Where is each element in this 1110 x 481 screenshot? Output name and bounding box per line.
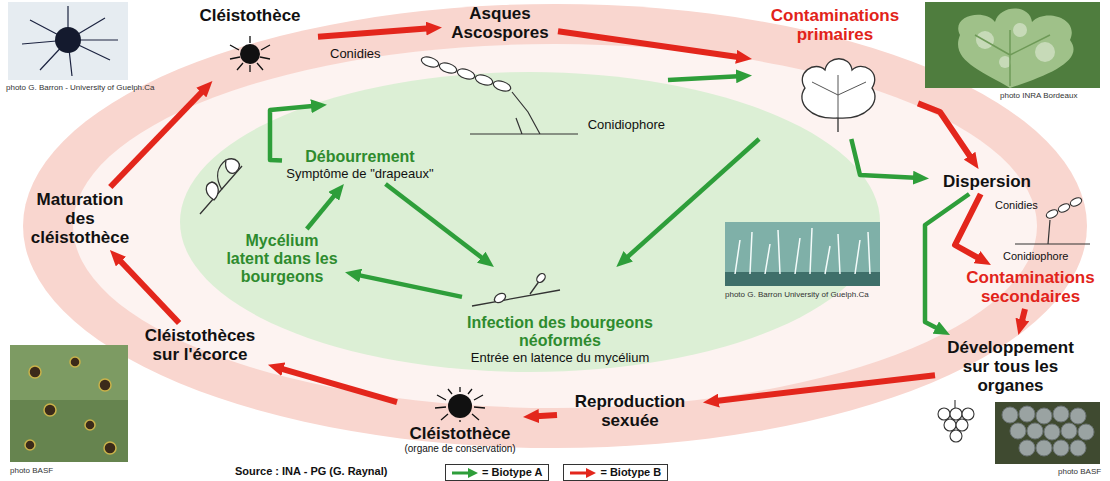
legend-swatch [452,468,478,478]
photo-frame [10,345,128,462]
stage-name: Débourrement [285,148,435,166]
legend-item: = Biotype B [563,464,668,481]
contamination-stage: Contaminations primaires [755,6,915,136]
photo-leaf [925,2,1100,88]
cycle-arrow [1021,309,1025,326]
dormant-bud-drawing [472,272,560,306]
stage-name: Développement sur tous les organes [938,338,1083,395]
cycle-arrow [668,76,743,80]
cleistothecium-icon-top [230,36,270,72]
contamination-stage: Contaminations secondaires [958,268,1103,306]
photo-credit: photo G. Barron University of Guelph.Ca [725,290,869,299]
cycle-stage: Développement sur tous les organes [938,338,1083,395]
stage-name: Cléistothèce [185,6,315,25]
stage-name: Cléistothèce [400,424,520,443]
legend-swatch-arrow [452,468,478,478]
cleistothecium-icon-bottom [435,387,485,422]
cycle-stage: Asques Ascospores [445,4,555,42]
photo-hyphae [725,222,880,286]
cycle-arrow [955,194,983,261]
cycle-arrow [110,88,206,188]
leaf-shape [958,9,1074,89]
cycle-arrow [307,191,338,229]
stage-name: Contaminations secondaires [958,268,1103,306]
cycle-arrow [851,139,920,178]
cycle-arrow [318,28,433,37]
legend-swatch-arrow [570,468,596,478]
part-label: Conidies [995,199,1038,212]
cycle-arrow [925,194,969,331]
grape-drawing [938,400,974,442]
inner-stage: Infection des bourgeons néoformésEntrée … [465,270,655,365]
legend-text: = Biotype B [600,466,661,479]
photo-cleistothecium [8,2,128,80]
photo-bark [10,345,128,462]
photo-frame [725,222,880,286]
stage-note: Symptôme de "drapeaux" [285,166,435,181]
powder-patches [976,23,1055,68]
stage-name: Dispersion [932,172,1042,191]
source-note: Source : INA - PG (G. Raynal) [235,465,387,478]
vine-leaf-drawing [802,59,875,132]
cycle-arrow [558,31,743,58]
inner-stage: Mycélium latent dans les bourgeons [222,232,342,286]
photo-credit: photo BASF [1058,467,1101,476]
photo-shade [10,400,128,462]
stage-name: Contaminations primaires [755,6,915,44]
ring-inner [73,44,1037,408]
cycle-arrow [116,257,179,324]
photo-frame [995,402,1100,464]
hyphae-strokes [735,228,870,274]
photo-grapes [995,402,1100,464]
photo-frame [8,2,128,80]
stage-name: Asques Ascospores [445,4,555,42]
stage-name: Cléistothèces sur l'écorce [135,326,265,364]
stage-name: Infection des bourgeons néoformés [465,314,655,350]
cycle-arrow [532,415,557,416]
cycle-arrow [623,139,759,261]
photo-credit: photo G. Barron - University of Guelph.C… [6,83,155,92]
cycle-stage: Dispersion [932,172,1042,191]
cycle-stage: Cléistothèce(organe de conservation) [400,386,520,455]
cleistothecium [55,27,81,53]
cycle-stage: Cléistothèce [185,6,315,78]
photo-credit: photo INRA Bordeaux [1000,91,1077,100]
part-label: Conidiophore [1003,250,1068,263]
photo-frame [925,2,1100,88]
legend-item: = Biotype A [445,464,549,481]
cycle-stage: Cléistothèces sur l'écorce [135,326,265,364]
stage-note: Conidiophore [588,117,665,132]
stage-name: Mycélium latent dans les bourgeons [222,232,342,286]
legend-text: = Biotype A [482,466,542,479]
stage-name: Reproduction sexuée [560,392,700,430]
flag-shoot-drawing [200,159,242,214]
conidiophore-drawing [420,55,578,134]
stage-note: (organe de conservation) [400,443,520,455]
stage-note: Entrée en latence du mycélium [465,350,655,365]
cycle-stage: Maturation des cléistothèce [25,190,135,247]
leaf-veins [975,30,1050,86]
cycle-arrow [918,103,974,161]
stage-name: Maturation des cléistothèce [25,190,135,247]
appendages [22,6,118,76]
cycle-arrow [354,274,462,297]
photo-credit: photo BASF [10,466,53,475]
photo-base [725,272,880,286]
cycle-arrow [712,375,935,401]
legend-swatch [570,468,596,478]
inner-ring [180,72,880,372]
cycle-arrow [277,367,397,402]
cycle-stage: Reproduction sexuée [560,392,700,430]
legend: = Biotype A = Biotype B [445,464,668,481]
inner-stage: ConidiesConidiophore [330,46,665,132]
cycle-arrow [386,184,487,262]
inner-stage: DébourrementSymptôme de "drapeaux" [285,148,435,181]
stage-name: Conidies [330,46,665,61]
